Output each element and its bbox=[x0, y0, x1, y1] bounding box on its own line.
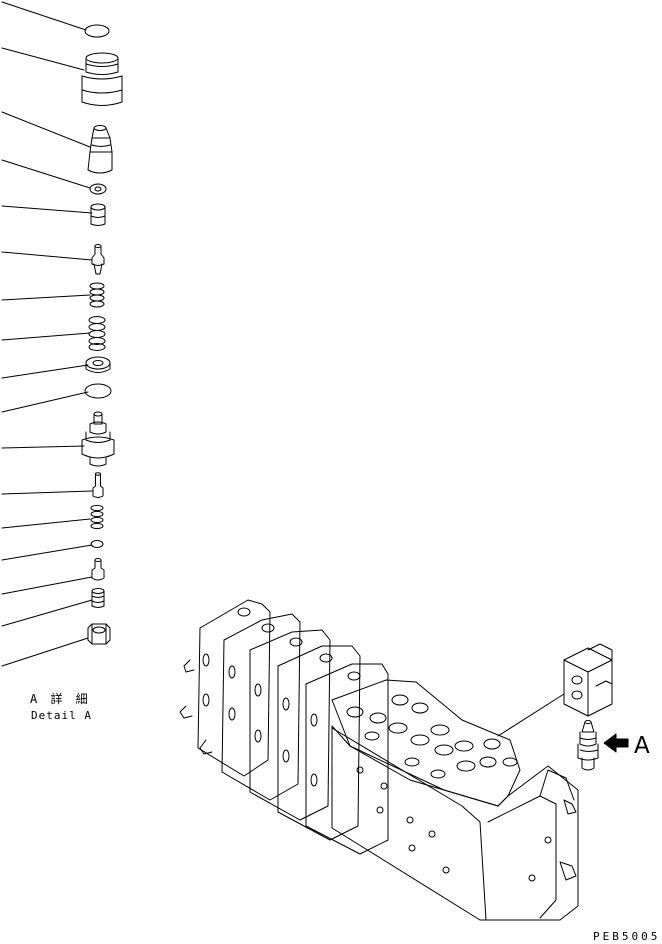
sleeve-part bbox=[90, 203, 106, 226]
port-block bbox=[563, 643, 613, 717]
relief-valve-cartridge bbox=[577, 720, 599, 771]
section-holes bbox=[202, 607, 361, 787]
plug-part bbox=[81, 52, 123, 106]
o-ring-part bbox=[84, 24, 110, 38]
spring-part bbox=[89, 282, 105, 308]
poppet-part bbox=[91, 244, 105, 275]
block-face-holes bbox=[356, 766, 450, 874]
ring-part bbox=[85, 356, 111, 373]
view-arrow bbox=[603, 733, 629, 753]
screw-part bbox=[91, 588, 105, 608]
parts-column bbox=[81, 24, 123, 645]
o-ring-part bbox=[90, 540, 104, 548]
stem-part bbox=[91, 558, 105, 581]
o-ring-part bbox=[84, 383, 112, 399]
detail-label-japanese: A 詳 細 bbox=[30, 692, 91, 706]
drawing-code: PEB5005 bbox=[593, 930, 661, 943]
view-marker-letter: A bbox=[634, 733, 650, 759]
valve-part bbox=[87, 125, 113, 174]
detail-label-english: Detail A bbox=[31, 709, 92, 722]
spring-part bbox=[90, 504, 104, 530]
spring-part bbox=[88, 316, 106, 351]
lock-nut-part bbox=[87, 623, 111, 645]
port-holes bbox=[346, 694, 518, 779]
control-valve-assembly bbox=[179, 599, 579, 921]
pin-part bbox=[92, 472, 104, 498]
leader-lines bbox=[1, 1, 565, 737]
valve-body-part bbox=[81, 411, 115, 467]
washer-part bbox=[89, 183, 107, 195]
